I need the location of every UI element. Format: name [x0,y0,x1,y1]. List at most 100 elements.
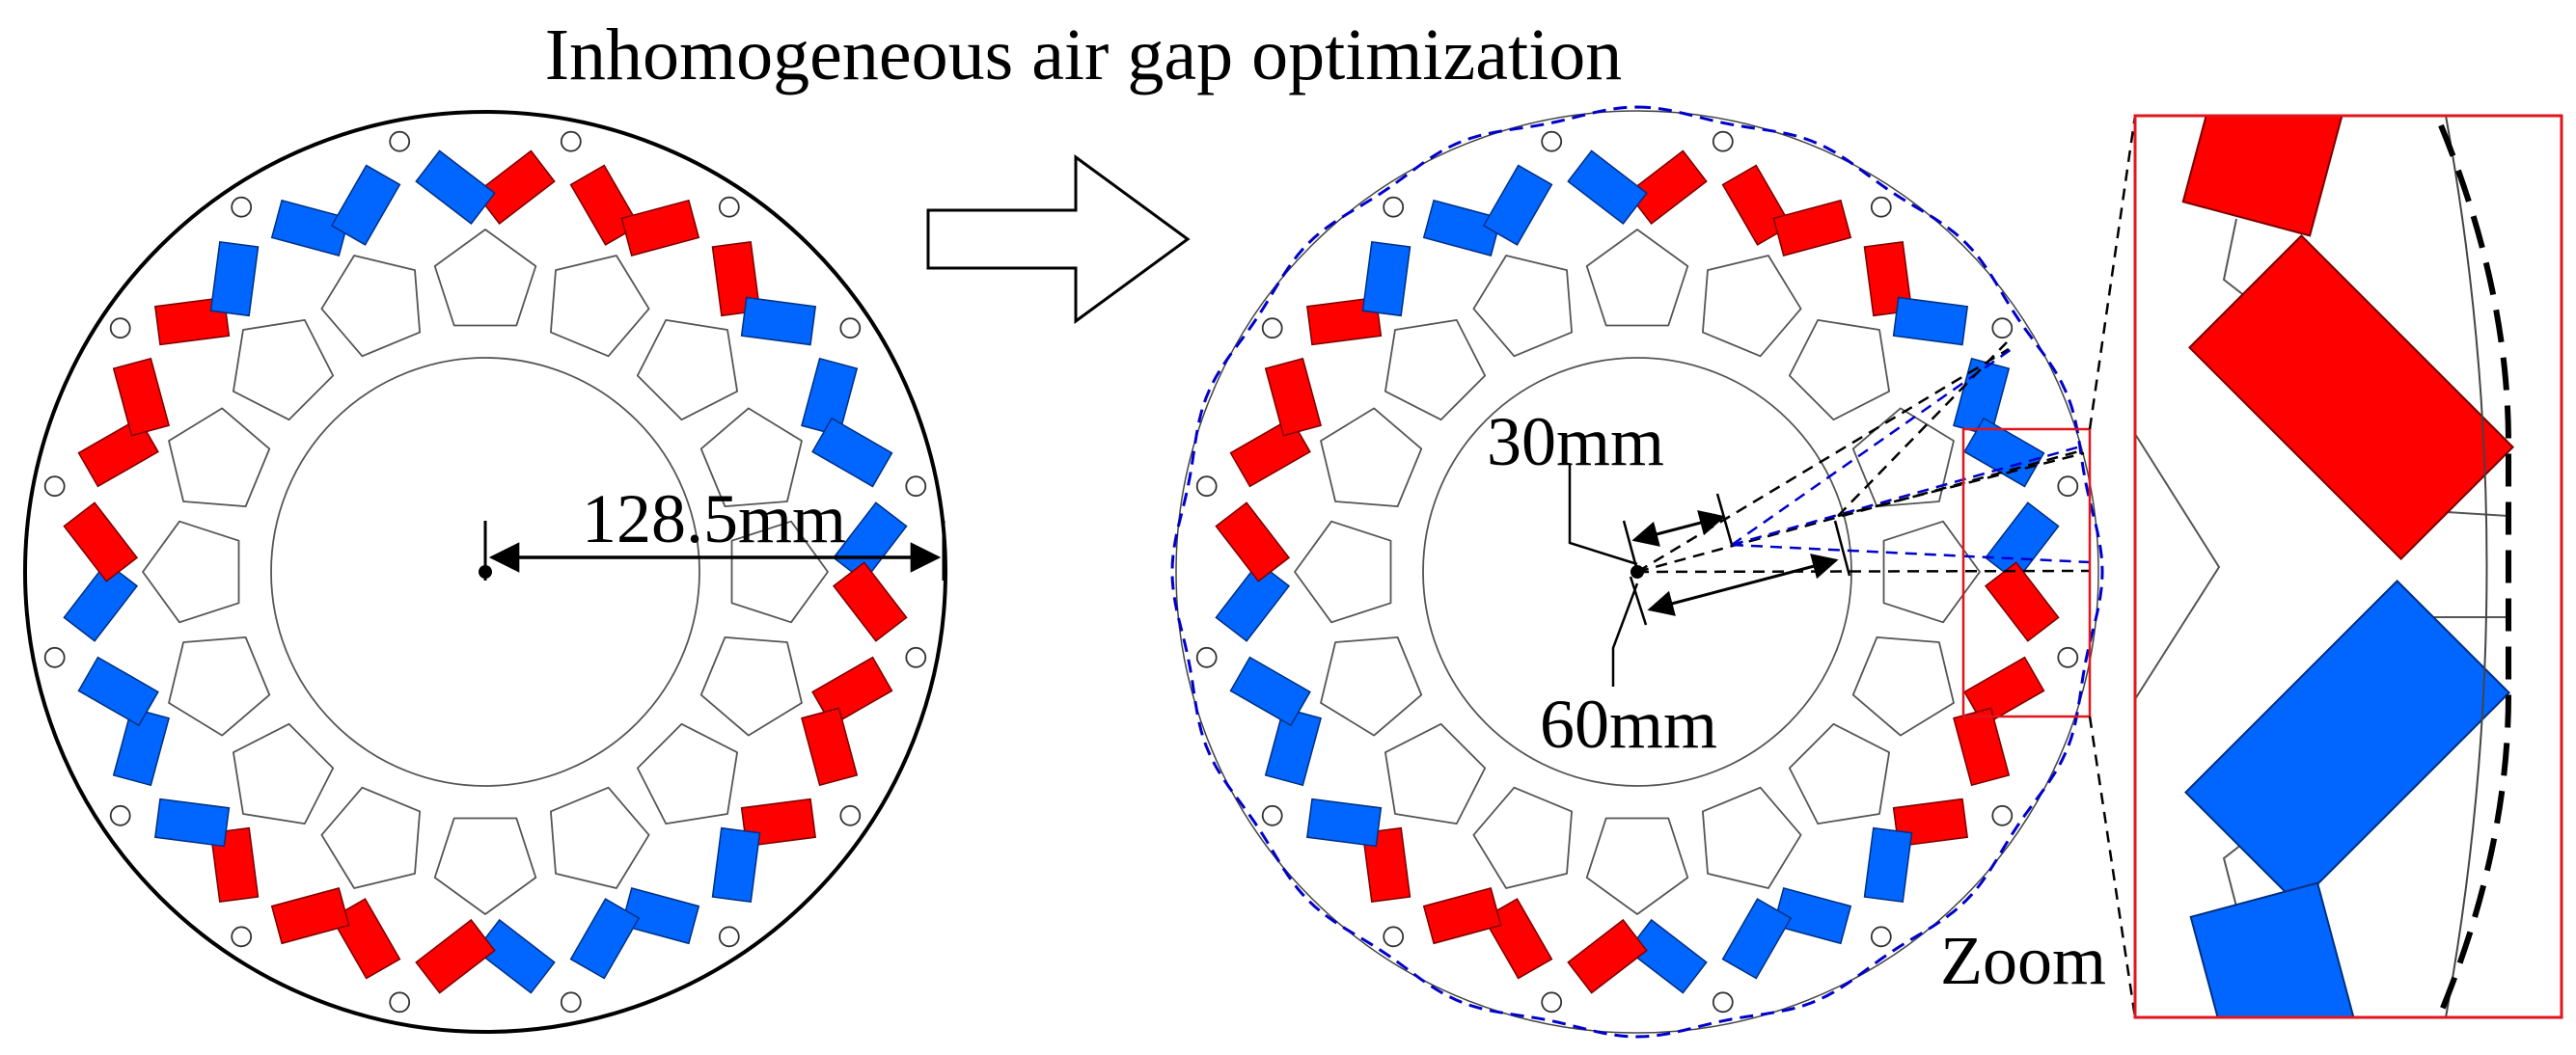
rotor-pole-pattern-right [1195,130,2079,1014]
zoom-rotor-arc [2445,116,2488,1017]
magnet-blue [415,149,496,226]
rotor-slot [1320,407,1423,507]
bridge-outline [43,646,66,668]
magnet-blue [1863,826,1913,904]
bridge-outline [231,196,253,218]
magnet-red [1422,886,1502,945]
bridge-outline [839,804,862,826]
transition-arrow [926,154,1191,324]
rotor-slot [1851,407,1955,507]
magnet-red [1567,918,1648,994]
zoom-magnet-blue-bottom [2189,881,2367,1017]
zoom-magnet-red-main [2188,234,2514,560]
rotor-slot [1472,255,1573,358]
zoom-magnet-red-top [2181,116,2359,237]
offset-small-label: 30mm [1487,403,1664,480]
magnet-red [801,707,859,787]
rotor-slot [1585,229,1689,327]
rotor-slot [320,786,422,889]
magnet-blue [1482,164,1553,246]
magnet-blue [801,357,859,437]
bridge-outline [1261,317,1283,339]
bridge-outline [1870,926,1892,948]
magnet-blue [77,656,159,727]
bridge-outline [718,926,740,948]
magnet-red [1721,164,1793,246]
rotor-slot [433,817,537,915]
bridge-outline [1261,804,1283,826]
bridge-outline [389,991,411,1014]
zoom-slot-outline [2135,433,2221,700]
dim-30-leader [1568,465,1638,566]
rotor-slot [168,636,271,737]
bridge-outline [1712,991,1734,1014]
bridge-outline [43,475,66,498]
rotor-slot [699,636,803,737]
magnet-blue [63,561,139,642]
rotor-outer-circle [23,110,947,1034]
dim-60-tick-b [1833,520,1851,577]
offset-construction-lines [1636,341,2091,574]
magnet-blue [569,898,641,980]
rotor-slot [1294,520,1392,624]
dim-60-tick-a [1629,576,1648,626]
magnet-blue [1963,417,2045,488]
bridge-outline [1195,646,1218,668]
bridge-outline [389,130,411,152]
bridge-outline [1541,991,1563,1014]
magnet-blue [1215,561,1291,642]
magnet-red [330,898,401,980]
rotor-slot [636,722,738,825]
magnet-blue [153,798,231,848]
magnet-blue [1567,149,1648,226]
offset-large-label: 60mm [1540,686,1717,763]
rotor-slot [1585,817,1689,915]
rotor-slot [1384,318,1487,421]
bridge-outline [905,646,927,668]
rotor-slot [142,520,240,624]
zoom-panel-background [2135,116,2562,1017]
magnet-blue [209,240,260,317]
rotor-slot [232,722,335,825]
magnet-red [1984,561,2060,642]
rotor-slot [433,229,537,327]
bridge-outline [231,926,253,948]
rotor-slot [1472,786,1573,889]
magnet-blue [1305,798,1383,848]
diagram-title: Inhomogeneous air gap optimization [545,14,1623,95]
bridge-outline [109,804,131,826]
rotor-slot [1384,722,1487,825]
magnet-blue [112,707,171,787]
dim-60-leader [1611,582,1639,687]
magnet-red [1215,501,1291,582]
magnet-blue [1422,199,1502,257]
magnet-blue [811,417,893,488]
zoom-connector-bottom [2088,716,2137,1018]
magnet-red [811,656,893,727]
magnet-blue [1361,240,1411,317]
magnet-blue [711,826,761,904]
magnet-red [415,918,496,994]
rotor-slot [168,407,271,507]
rotor-slot [320,255,422,358]
offset-origin-point [1631,565,1644,579]
radius-label: 128.5mm [582,480,846,557]
rotor-slot [636,318,738,421]
magnet-red [1963,656,2045,727]
magnet-blue [1984,501,2060,582]
rotor-slot [1702,786,1802,889]
rotor-slot [699,407,803,507]
rotor-slot [1702,255,1802,358]
magnet-red [1772,199,1852,257]
magnet-red [620,199,700,257]
zoom-connector-top [2088,115,2137,430]
zoom-label: Zoom [1940,922,2106,999]
bridge-outline [2057,475,2079,498]
magnet-red [1264,357,1323,437]
magnet-red [1953,707,2011,787]
magnet-blue [1264,707,1323,787]
magnet-red [569,164,641,246]
magnet-blue [740,296,817,346]
optimized-rotor-outer-circle [1175,110,2099,1034]
